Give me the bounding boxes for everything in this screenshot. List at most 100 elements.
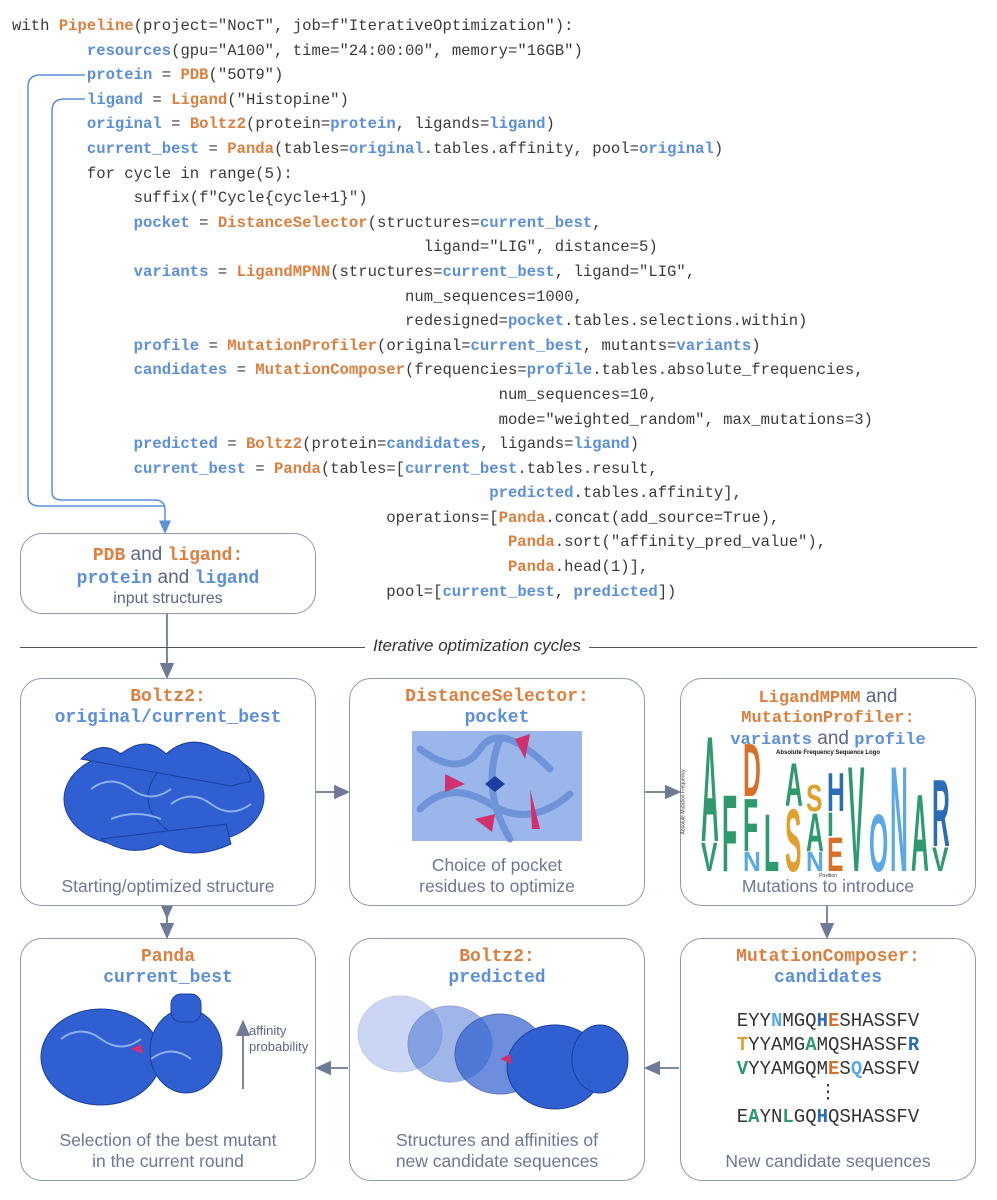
code-text: = (217, 435, 246, 454)
mutation-composer-box: MutationComposer:candidates EYYNMGQHESHA… (680, 938, 976, 1181)
code-function: MutationProfiler (227, 336, 377, 355)
code-variable: profile (526, 361, 593, 380)
and-text: and (811, 728, 855, 749)
title-var: profile (854, 731, 926, 750)
residue-text: QSHASSFV (828, 1106, 920, 1128)
code-function: Ligand (171, 90, 228, 109)
caption: New candidate sequences (725, 1151, 931, 1171)
logo-letter: N (890, 734, 908, 903)
logo-letter: A (701, 704, 719, 873)
code-function: Panda (507, 558, 555, 577)
title-tool: Panda (140, 947, 195, 967)
mutated-residue: V (736, 1058, 749, 1080)
code-text: ) (713, 139, 724, 158)
code-text: (frequencies= (405, 361, 527, 380)
logo-letter: O (869, 797, 888, 889)
sequence-row: EAYNLGQHQSHASSFV (681, 1105, 975, 1129)
logo-letter: D (743, 727, 761, 812)
boltz2-original-box: Boltz2:original/current_best Starting/op… (20, 678, 316, 906)
protein-bracket (27, 74, 165, 507)
mutated-residue: E (828, 1010, 840, 1032)
mutated-residue: A (805, 1034, 817, 1056)
mutated-residue: R (907, 1034, 920, 1056)
code-line: num_sequences=10, (12, 383, 873, 408)
residue-text: SHASSFV (839, 1010, 920, 1032)
caption: input structures (113, 590, 223, 607)
mutated-residue: H (816, 1106, 829, 1128)
code-text: ligand="LIG", distance=5) (423, 238, 658, 257)
caption-line: in the current round (92, 1151, 244, 1171)
code-variable: current_best (133, 459, 246, 478)
affinity-label-line: affinity (249, 1023, 287, 1038)
code-line: Panda.sort("affinity_pred_value"), (12, 530, 873, 555)
code-variable: protein (330, 115, 396, 134)
and-text: and (152, 567, 195, 588)
code-variable: pocket (133, 213, 190, 232)
code-variable: current_best (405, 459, 518, 478)
code-line: protein = PDB("5OT9") (12, 63, 873, 88)
residue-text: GQ (793, 1106, 817, 1128)
logo-letter: S (785, 791, 801, 890)
code-text: (original= (376, 336, 471, 355)
logo-letter: S (806, 777, 822, 820)
code-text: (project="NocT", job=f"IterativeOptimiza… (133, 17, 574, 35)
logo-title: Absolute Frequency Sequence Logo (775, 750, 880, 756)
code-variable: protein (86, 66, 153, 85)
code-line: num_sequences=1000, (12, 285, 873, 310)
title-pdb: PDB (92, 546, 126, 566)
code-variable: ligand (573, 435, 630, 454)
code-line: ligand = Ligand("Histopine") (12, 88, 873, 113)
residue-text: YN (759, 1106, 783, 1128)
caption: Mutations to introduce (741, 876, 915, 896)
boltz2-predicted-box: Boltz2:predicted Structures and affiniti… (349, 938, 645, 1181)
code-text: (structures= (330, 262, 443, 281)
code-line: candidates = MutationComposer(frequencie… (12, 358, 873, 383)
code-line: original = Boltz2(protein=protein, ligan… (12, 112, 873, 137)
code-line: with Pipeline(project="NocT", job=f"Iter… (12, 14, 873, 39)
code-line: predicted.tables.affinity], (12, 481, 873, 506)
sequence-row: TYYAMGAMQSHASSFR (681, 1033, 975, 1057)
title-tool: LigandMPMM (758, 689, 861, 708)
code-text: = (189, 213, 218, 232)
residue-text: YYAMG (748, 1034, 806, 1056)
code-text: = (245, 459, 275, 478)
code-text: num_sequences=10, (498, 385, 658, 404)
residue-text: MGQ (782, 1010, 817, 1032)
code-variable: original (348, 139, 424, 158)
code-variable: predicted (573, 582, 658, 601)
logo-letter: H (827, 762, 845, 823)
caption-line: new candidate sequences (395, 1151, 599, 1171)
code-variable: candidates (133, 361, 228, 380)
code-text: = (199, 139, 228, 158)
title-tool: DistanceSelector: (405, 687, 589, 707)
code-line: mode="weighted_random", max_mutations=3) (12, 408, 873, 433)
code-variable: pocket (507, 312, 565, 331)
code-function: DistanceSelector (217, 213, 368, 232)
code-function: LigandMPNN (236, 262, 331, 281)
mutated-residue: N (770, 1010, 783, 1032)
code-line: for cycle in range(5): (12, 162, 873, 187)
code-text: ) (545, 115, 555, 134)
mutated-residue: E (828, 1058, 840, 1080)
code-text: .head(1)], (554, 558, 649, 577)
mutated-residue: T (736, 1034, 749, 1056)
logo-letter: N (743, 846, 761, 877)
title-var: candidates (773, 968, 883, 988)
code-text: , ligands= (479, 435, 574, 454)
logo-letter: V (701, 835, 718, 881)
mutated-residue: H (816, 1010, 828, 1032)
code-variable: current_best (442, 582, 555, 601)
code-function: Boltz2 (245, 435, 303, 454)
code-text: ("Histopine") (227, 90, 349, 109)
code-text: mode="weighted_random", max_mutations=3) (498, 410, 873, 429)
code-text: = (208, 262, 237, 281)
code-function: Panda (274, 459, 321, 478)
code-text: .sort("affinity_pred_value"), (554, 533, 827, 552)
code-variable: original (639, 139, 714, 158)
code-variable: candidates (386, 435, 480, 454)
